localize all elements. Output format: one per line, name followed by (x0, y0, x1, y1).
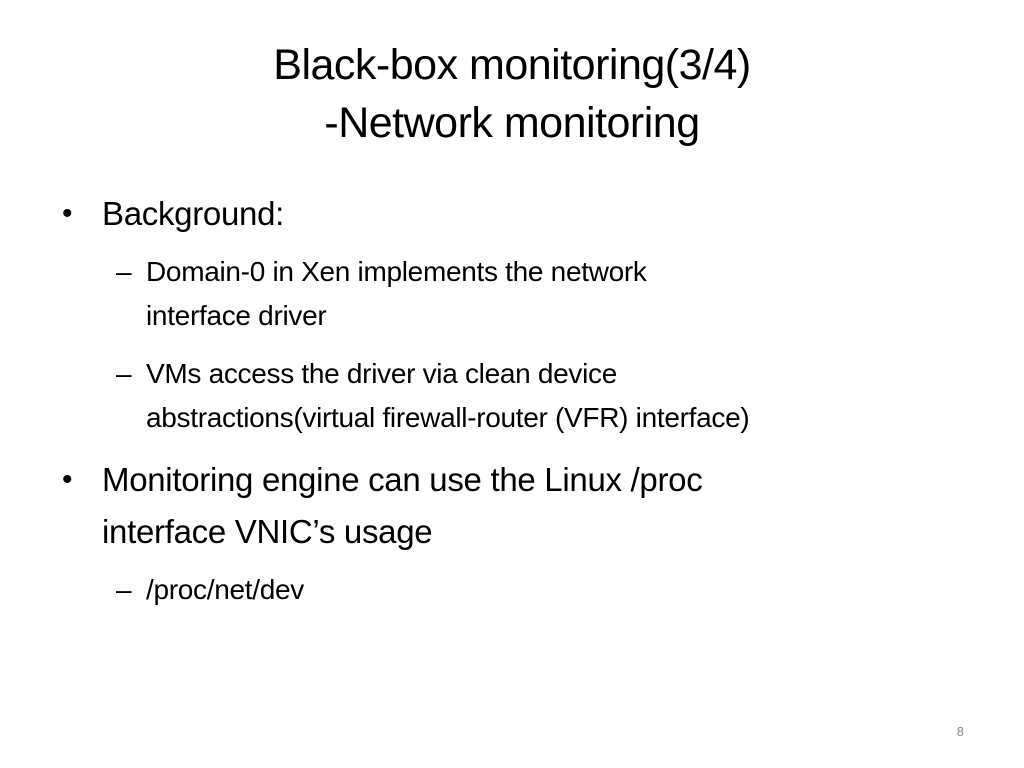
bullet-background: • Background: (60, 188, 980, 240)
subitem-line-2: interface driver (146, 300, 327, 331)
bullet-dot-icon: • (62, 197, 73, 230)
subitem-line-1: VMs access the driver via clean device (146, 358, 618, 389)
subitem-proc-net-dev: – /proc/net/dev (60, 568, 980, 612)
subitem-domain0: – Domain-0 in Xen implements the network… (60, 250, 980, 338)
dash-icon: – (116, 256, 132, 287)
bullet-monitoring-engine: • Monitoring engine can use the Linux /p… (60, 454, 980, 558)
slide-title: Black-box monitoring(3/4) -Network monit… (0, 36, 1024, 152)
subitem-line-1: /proc/net/dev (146, 574, 304, 605)
bullet-dot-icon: • (62, 463, 73, 496)
bullet-line-1: Monitoring engine can use the Linux /pro… (102, 461, 703, 498)
slide-body: • Background: – Domain-0 in Xen implemen… (60, 188, 980, 626)
title-line-1: Black-box monitoring(3/4) (273, 41, 751, 89)
subitem-vms-access: – VMs access the driver via clean device… (60, 352, 980, 440)
page-number: 8 (956, 724, 964, 739)
dash-icon: – (116, 358, 132, 389)
bullet-text: Background: (102, 195, 284, 232)
subitem-line-2: abstractions(virtual firewall-router (VF… (146, 402, 750, 433)
bullet-line-2: interface VNIC’s usage (102, 513, 433, 550)
dash-icon: – (116, 574, 132, 605)
subitem-line-1: Domain-0 in Xen implements the network (146, 256, 647, 287)
title-line-2: -Network monitoring (324, 99, 700, 147)
